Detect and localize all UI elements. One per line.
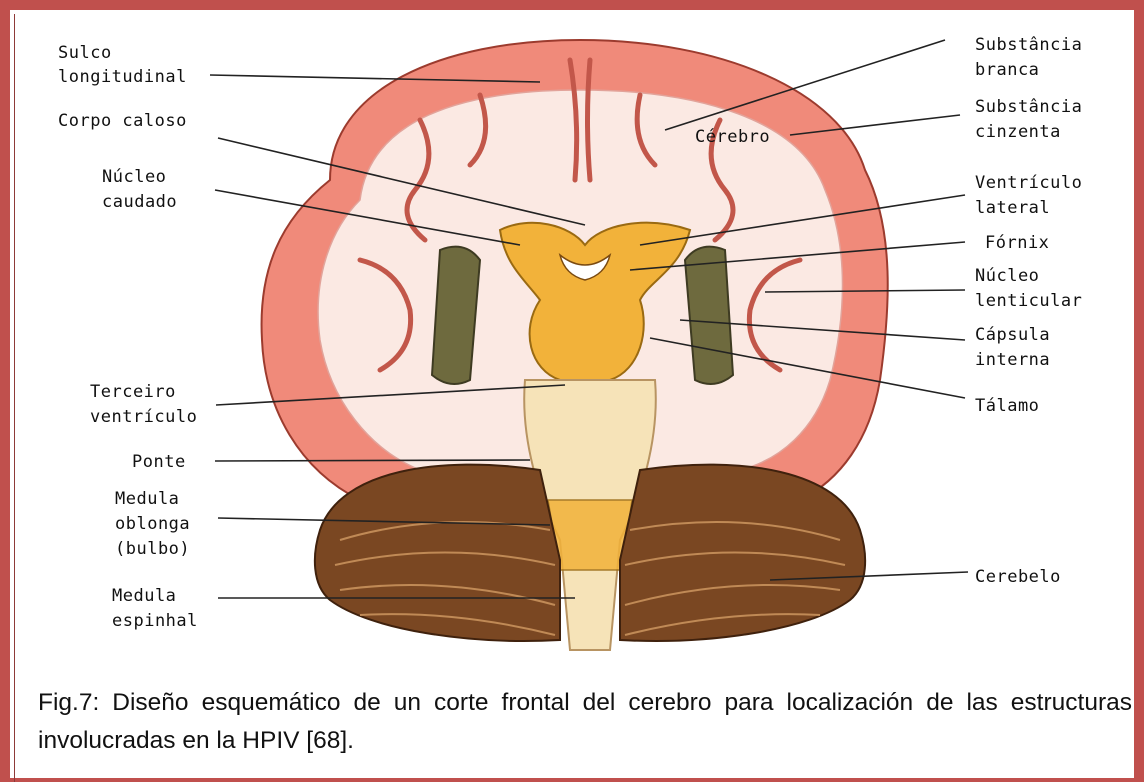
label-sulco-longitudinal-1: Sulco bbox=[58, 43, 112, 63]
label-terceiro-ventriculo-2: ventrículo bbox=[90, 407, 197, 427]
label-substancia-branca-2: branca bbox=[975, 60, 1039, 80]
label-substancia-cinzenta-2: cinzenta bbox=[975, 122, 1061, 142]
label-medula-espinhal-1: Medula bbox=[112, 586, 176, 606]
labels-left: Sulco longitudinal Corpo caloso Núcleo c… bbox=[58, 43, 198, 631]
label-sulco-longitudinal-2: longitudinal bbox=[58, 67, 187, 87]
label-cerebro: Cérebro bbox=[695, 127, 770, 147]
brain-diagram: Sulco longitudinal Corpo caloso Núcleo c… bbox=[0, 0, 1144, 670]
label-terceiro-ventriculo-1: Terceiro bbox=[90, 382, 176, 402]
label-cerebelo: Cerebelo bbox=[975, 567, 1061, 587]
label-ventriculo-lateral-1: Ventrículo bbox=[975, 173, 1082, 193]
label-fornix: Fórnix bbox=[985, 233, 1049, 253]
label-capsula-interna-2: interna bbox=[975, 350, 1050, 370]
label-talamo: Tálamo bbox=[975, 396, 1039, 416]
label-nucleo-caudado-2: caudado bbox=[102, 192, 177, 212]
label-medula-espinhal-2: espinhal bbox=[112, 611, 198, 631]
label-capsula-interna-1: Cápsula bbox=[975, 325, 1050, 345]
figure-caption: Fig.7: Diseño esquemático de un corte fr… bbox=[38, 684, 1132, 760]
label-medula-oblonga-1: Medula bbox=[115, 489, 179, 509]
label-substancia-branca-1: Substância bbox=[975, 35, 1082, 55]
label-corpo-caloso: Corpo caloso bbox=[58, 111, 187, 131]
label-medula-oblonga-2: oblonga bbox=[115, 514, 190, 534]
label-medula-oblonga-3: (bulbo) bbox=[115, 539, 190, 559]
label-ponte: Ponte bbox=[132, 452, 186, 472]
label-ventriculo-lateral-2: lateral bbox=[975, 198, 1050, 218]
label-nucleo-caudado-1: Núcleo bbox=[102, 167, 166, 187]
label-nucleo-lenticular-1: Núcleo bbox=[975, 266, 1039, 286]
label-nucleo-lenticular-2: lenticular bbox=[975, 291, 1082, 311]
label-substancia-cinzenta-1: Substância bbox=[975, 97, 1082, 117]
labels-right: Substância branca Substância cinzenta Ve… bbox=[975, 35, 1082, 587]
